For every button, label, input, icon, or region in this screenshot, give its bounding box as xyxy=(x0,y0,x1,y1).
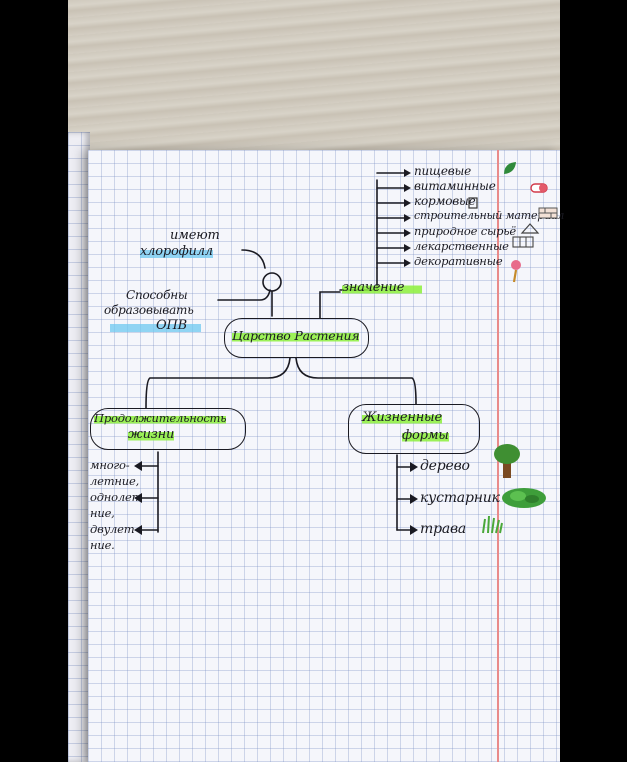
bricks-icon xyxy=(538,207,558,219)
lifespan-item-biennial-b: ние. xyxy=(90,538,115,552)
roof-icon xyxy=(520,223,540,234)
meaning-item-vitamin: витаминные xyxy=(414,179,496,193)
meaning-item-raw: природное сырьё xyxy=(414,224,516,238)
shrub-icon xyxy=(502,488,546,508)
lifespan-item-perennial-b: летние, xyxy=(90,474,140,488)
meaning-label: значение xyxy=(342,280,423,295)
pill-icon xyxy=(530,183,548,193)
grass-icon xyxy=(482,515,503,534)
note-has-chlorophyll-line1: имеют xyxy=(170,228,220,243)
medicine-box-icon xyxy=(512,236,534,248)
note-form-opv-line2: образовывать xyxy=(104,303,194,317)
meaning-item-medicinal: лекарственные xyxy=(414,239,509,253)
left-notebook-page xyxy=(68,132,90,762)
lifespan-item-annual-b: ние, xyxy=(90,506,115,520)
bag-icon xyxy=(468,197,478,209)
leaf-icon xyxy=(504,162,516,174)
central-node xyxy=(224,318,369,358)
lifespan-node-line2: жизни xyxy=(128,427,175,442)
meaning-item-building: строительный материал xyxy=(414,209,565,222)
life-forms-node-line2: формы xyxy=(402,428,449,443)
life-form-grass: трава xyxy=(420,521,467,537)
note-form-opv-line3: ОПВ xyxy=(110,318,201,333)
life-forms-node-line1: Жизненные xyxy=(362,410,442,425)
life-form-tree: дерево xyxy=(420,458,470,474)
life-forms-node xyxy=(348,404,480,454)
life-form-shrub: кустарник xyxy=(420,490,500,506)
lifespan-node xyxy=(90,408,246,450)
note-has-chlorophyll-line2: хлорофилл xyxy=(140,244,213,259)
flower-icon xyxy=(511,260,521,283)
lifespan-item-biennial-a: двулет- xyxy=(90,522,139,536)
lifespan-item-annual-a: однолет- xyxy=(90,490,147,504)
lifespan-item-perennial-a: много- xyxy=(90,458,130,472)
tree-icon xyxy=(494,444,520,478)
meaning-item-food: пищевые xyxy=(414,164,472,178)
meaning-item-fodder: кормовые xyxy=(414,194,476,208)
note-form-opv-line1: Способны xyxy=(126,288,188,302)
lifespan-node-line1: Продолжительность xyxy=(94,411,227,425)
central-node-label: Царство Растения xyxy=(232,328,360,343)
meaning-item-decorative: декоративные xyxy=(414,254,503,268)
